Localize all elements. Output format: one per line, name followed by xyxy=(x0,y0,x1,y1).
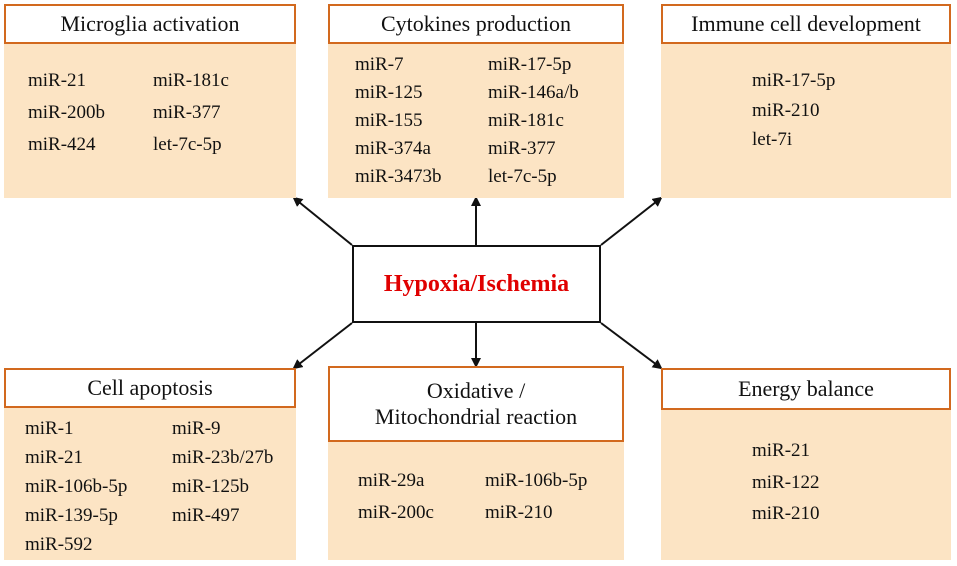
microglia-mir: miR-181c xyxy=(153,70,229,91)
apoptosis-mir: miR-497 xyxy=(172,505,240,526)
immune-mir: miR-210 xyxy=(752,100,820,121)
immune-title: Immune cell development xyxy=(661,4,951,44)
microglia-mir: miR-200b xyxy=(28,102,106,123)
cytokines-mir: miR-181c xyxy=(488,110,564,131)
oxidative-mir: miR-200c xyxy=(358,502,434,523)
energy-mir: miR-21 xyxy=(752,440,811,461)
center-label: Hypoxia/Ischemia xyxy=(383,270,570,297)
apoptosis-mir: miR-139-5p xyxy=(25,505,118,526)
apoptosis-title: Cell apoptosis xyxy=(4,368,296,408)
cytokines-mir: miR-377 xyxy=(488,138,556,159)
immune-mir: let-7i xyxy=(752,129,793,150)
oxidative-title-line2: Mitochondrial reaction xyxy=(374,404,578,429)
cytokines-mir: miR-374a xyxy=(355,138,431,159)
oxidative-title: Oxidative / Mitochondrial reaction xyxy=(328,366,624,442)
energy-title: Energy balance xyxy=(661,368,951,410)
apoptosis-mir: miR-9 xyxy=(172,418,221,439)
oxidative-mir: miR-29a xyxy=(358,470,425,491)
cytokines-mir: let-7c-5p xyxy=(488,166,557,187)
arrow-to-apoptosis xyxy=(292,322,353,370)
oxidative-title-line1: Oxidative / xyxy=(426,378,526,403)
microglia-mir: let-7c-5p xyxy=(153,134,222,155)
microglia-title: Microglia activation xyxy=(4,4,296,44)
apoptosis-mir: miR-21 xyxy=(25,447,84,468)
microglia-mir: miR-377 xyxy=(153,102,221,123)
microglia-mir: miR-424 xyxy=(28,134,96,155)
energy-mir: miR-210 xyxy=(752,503,820,524)
oxidative-mir: miR-210 xyxy=(485,502,553,523)
immune-mir: miR-17-5p xyxy=(752,70,836,91)
cytokines-mir: miR-7 xyxy=(355,54,404,75)
apoptosis-mir: miR-23b/27b xyxy=(172,447,274,468)
arrow-to-microglia xyxy=(292,196,353,246)
cytokines-mir: miR-146a/b xyxy=(488,82,579,103)
energy-mir: miR-122 xyxy=(752,472,820,493)
apoptosis-mir: miR-592 xyxy=(25,534,93,555)
arrow-to-energy xyxy=(600,322,663,370)
apoptosis-mir: miR-106b-5p xyxy=(25,476,128,497)
apoptosis-mir: miR-125b xyxy=(172,476,250,497)
oxidative-mir: miR-106b-5p xyxy=(485,470,588,491)
arrow-to-immune xyxy=(600,196,663,246)
center-node: Hypoxia/Ischemia xyxy=(352,245,601,323)
cytokines-mir: miR-3473b xyxy=(355,166,442,187)
cytokines-mir: miR-125 xyxy=(355,82,423,103)
cytokines-title: Cytokines production xyxy=(328,4,624,44)
cytokines-mir: miR-17-5p xyxy=(488,54,572,75)
cytokines-mir: miR-155 xyxy=(355,110,423,131)
microglia-mir: miR-21 xyxy=(28,70,87,91)
apoptosis-mir: miR-1 xyxy=(25,418,74,439)
